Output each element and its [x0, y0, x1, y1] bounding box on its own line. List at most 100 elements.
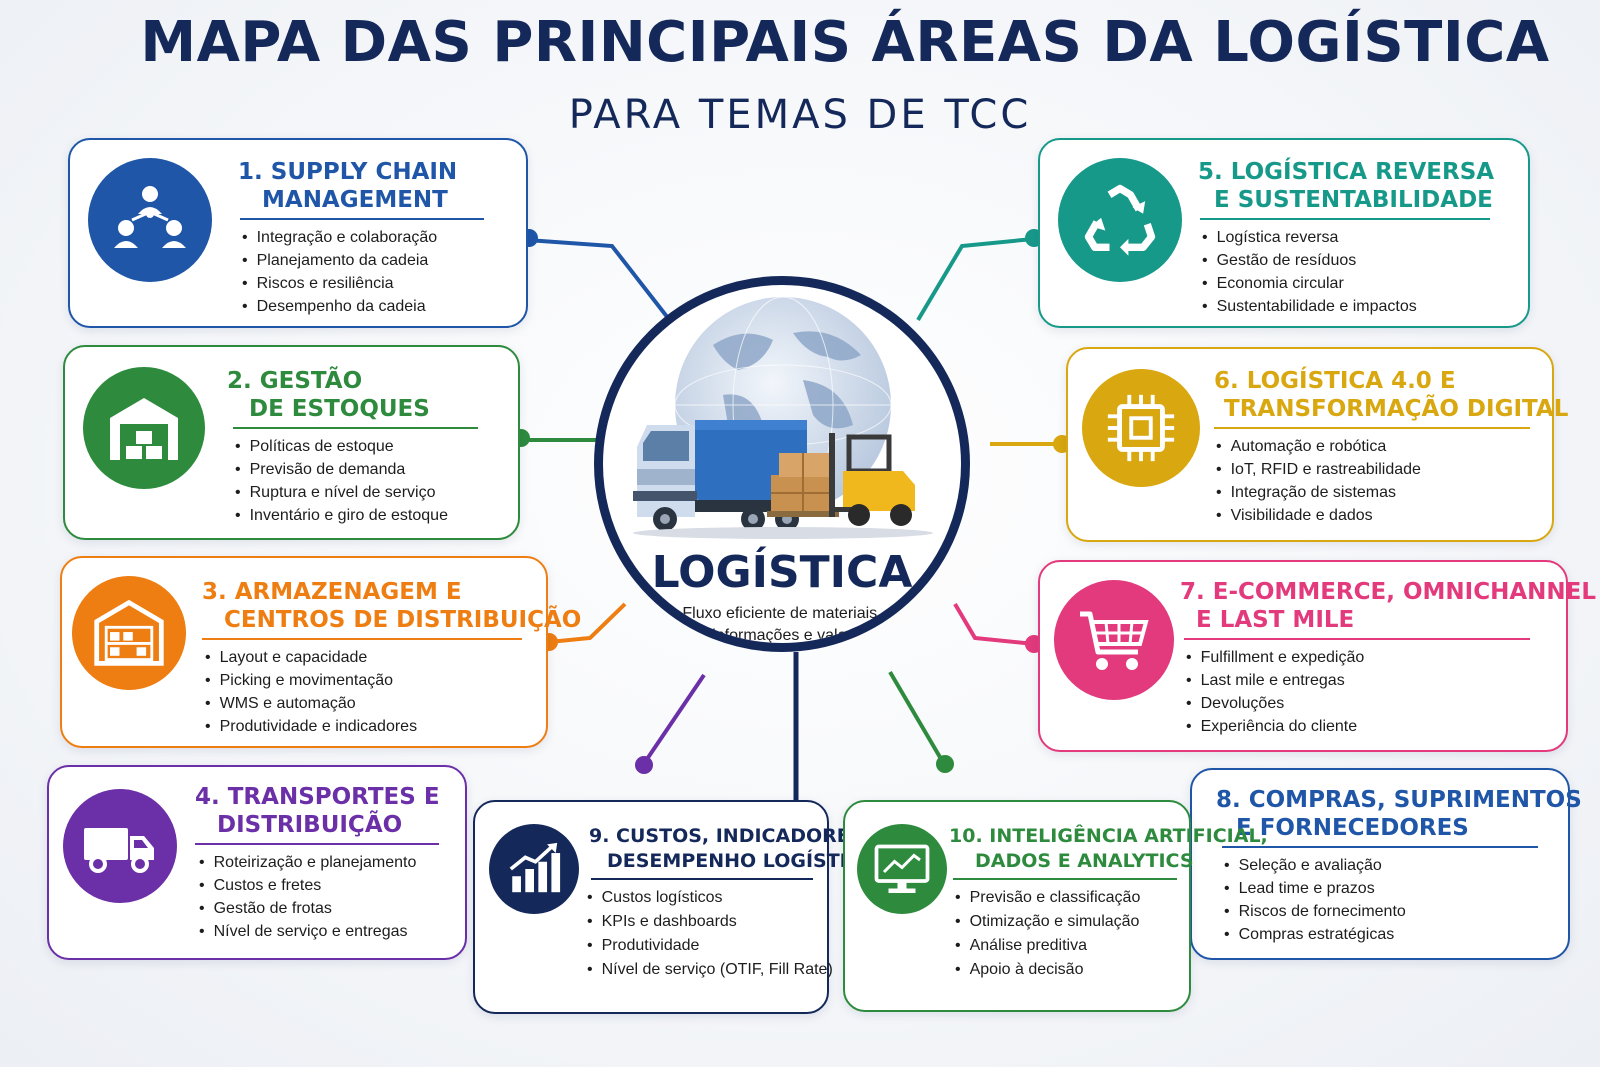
topic-item: WMS e automação [205, 692, 417, 715]
connector-4 [641, 673, 706, 767]
area-title: 10. INTELIGÊNCIA ARTIFICIAL,DADOS E ANAL… [949, 825, 1268, 872]
topic-item: Integração e colaboração [242, 226, 438, 249]
area-topics: Integração e colaboração Planejamento da… [242, 226, 438, 318]
center-hub: LOGÍSTICA Fluxo eficiente de materiais, … [594, 276, 970, 652]
monitor-chart-icon [857, 824, 947, 914]
topic-item: Fulfillment e expedição [1186, 646, 1365, 669]
connector-7 [953, 602, 1035, 646]
page-subtitle: PARA TEMAS DE TCC [568, 92, 1032, 138]
area-topics: Previsão e classificação Otimização e si… [955, 886, 1141, 982]
topic-item: Produtividade [587, 934, 833, 958]
network-people-icon [88, 158, 212, 282]
title-rule [195, 843, 439, 845]
topic-item: Compras estratégicas [1224, 923, 1406, 946]
topic-item: Custos e fretes [199, 874, 416, 897]
topic-item: Políticas de estoque [235, 435, 448, 458]
center-title: LOGÍSTICA [651, 547, 913, 598]
topic-item: Inventário e giro de estoque [235, 504, 448, 527]
chip-icon [1082, 369, 1200, 487]
topic-item: Roteirização e planejamento [199, 851, 417, 874]
area-topics: Roteirização e planejamento Custos e fre… [199, 851, 417, 943]
topic-item: Sustentabilidade e impactos [1202, 295, 1417, 318]
title-rule [240, 218, 484, 220]
warehouse-boxes-icon [83, 367, 205, 489]
topic-item: Integração de sistemas [1216, 481, 1421, 504]
connector-1 [526, 238, 670, 320]
topic-item: KPIs e dashboards [587, 910, 833, 934]
boxes-illustration [767, 453, 839, 517]
topic-item: Layout e capacidade [205, 646, 417, 669]
topic-item: Nível de serviço e entregas [199, 920, 416, 943]
topic-item: Apoio à decisão [955, 958, 1140, 982]
topic-item: Produtividade e indicadores [205, 715, 417, 738]
area-topics: Políticas de estoque Previsão de demanda… [235, 435, 448, 527]
topic-item: IoT, RFID e rastreabilidade [1216, 458, 1421, 481]
area-topics: Custos logísticos KPIs e dashboards Prod… [587, 886, 833, 982]
topic-item: Análise preditiva [955, 934, 1140, 958]
title-rule [1214, 427, 1530, 429]
topic-item: Gestão de resíduos [1202, 249, 1417, 272]
topic-item: Previsão e classificação [955, 886, 1141, 910]
title-rule [1184, 638, 1530, 640]
topic-item: Previsão de demanda [235, 458, 448, 481]
title-rule [591, 878, 813, 880]
topic-item: Desempenho da cadeia [242, 295, 437, 318]
truck-icon [63, 789, 177, 903]
topic-item: Last mile e entregas [1186, 669, 1364, 692]
center-subtitle-line: Fluxo eficiente de materiais, [682, 605, 882, 622]
center-subtitle: Fluxo eficiente de materiais, informaçõe… [603, 603, 961, 644]
topic-item: Picking e movimentação [205, 669, 417, 692]
connector-3 [548, 602, 627, 644]
connector-10 [888, 670, 946, 766]
center-subtitle-line: informações e valor [712, 627, 852, 644]
topic-item: Automação e robótica [1216, 435, 1421, 458]
topic-item: Logística reversa [1202, 226, 1417, 249]
title-rule [953, 878, 1177, 880]
shopping-cart-icon [1054, 580, 1174, 700]
connector-dot-4 [635, 756, 653, 774]
area-topics: Layout e capacidade Picking e movimentaç… [205, 646, 417, 738]
topic-item: Riscos e resiliência [242, 272, 437, 295]
topic-item: Seleção e avaliação [1224, 854, 1406, 877]
topic-item: Experiência do cliente [1186, 715, 1364, 738]
title-rule [1222, 846, 1538, 848]
recycle-icon [1058, 158, 1182, 282]
bar-chart-icon [489, 824, 579, 914]
topic-item: Nível de serviço (OTIF, Fill Rate) [587, 958, 833, 982]
topic-item: Visibilidade e dados [1216, 504, 1421, 527]
connector-5 [916, 237, 1034, 322]
topic-item: Devoluções [1186, 692, 1364, 715]
topic-item: Riscos de fornecimento [1224, 900, 1406, 923]
topic-item: Economia circular [1202, 272, 1417, 295]
area-topics: Seleção e avaliação Lead time e prazos R… [1224, 854, 1406, 946]
page-title: MAPA DAS PRINCIPAIS ÁREAS DA LOGÍSTICA [140, 10, 1550, 75]
warehouse-shelves-icon [72, 576, 186, 690]
topic-item: Gestão de frotas [199, 897, 416, 920]
topic-item: Planejamento da cadeia [242, 249, 437, 272]
topic-item: Ruptura e nível de serviço [235, 481, 448, 504]
topic-item: Otimização e simulação [955, 910, 1140, 934]
connector-dot-10 [936, 755, 954, 773]
forklift-illustration [829, 433, 915, 526]
globe-truck-illustration [633, 296, 933, 539]
title-rule [202, 638, 522, 640]
topic-item: Custos logísticos [587, 886, 833, 910]
area-topics: Logística reversa Gestão de resíduos Eco… [1202, 226, 1417, 318]
